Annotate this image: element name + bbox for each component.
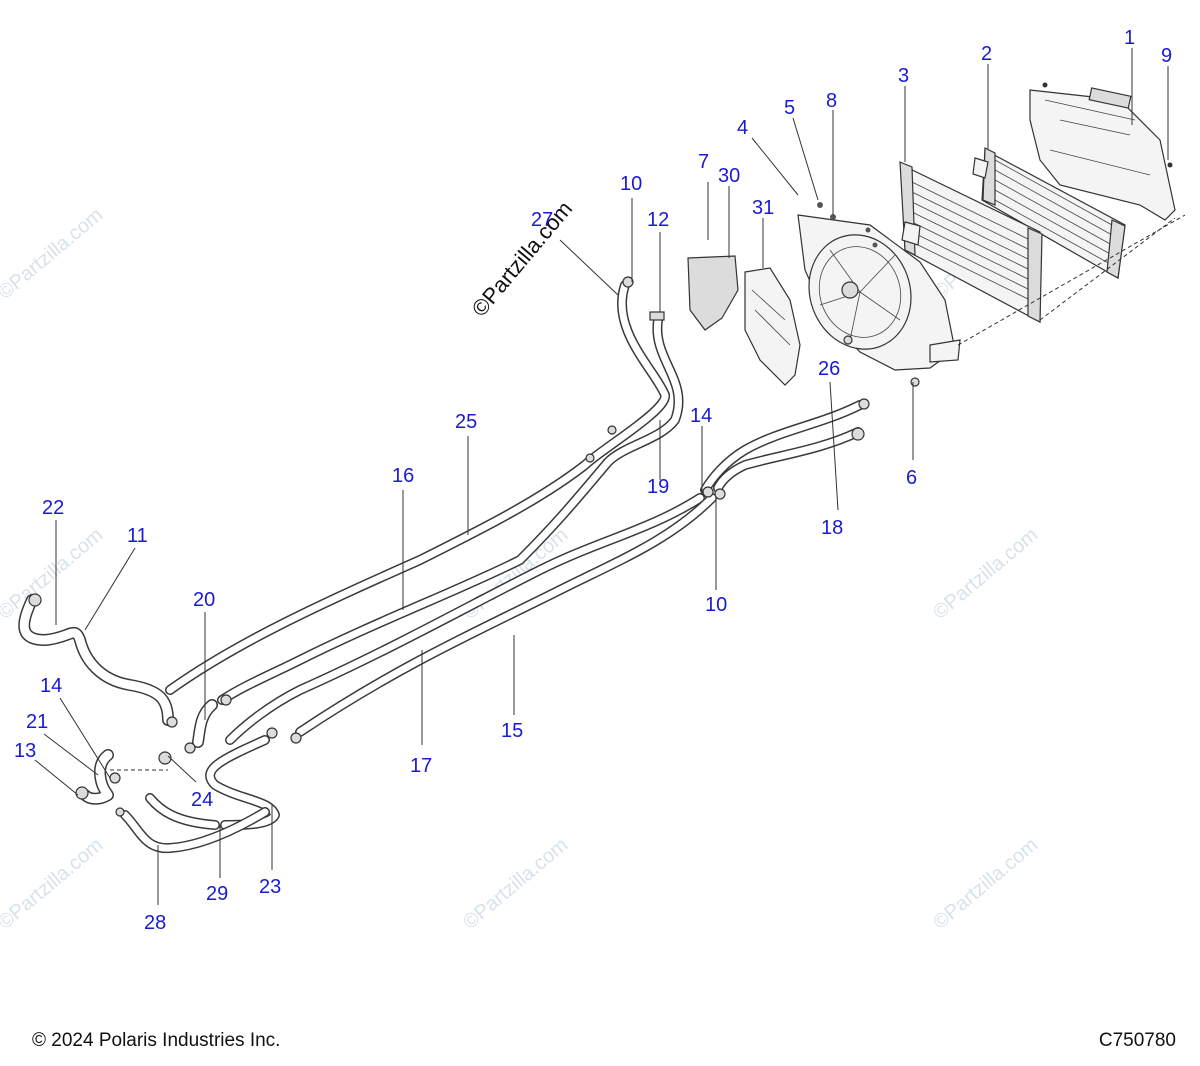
callout-24: 24 [191,789,213,811]
callout-23: 23 [259,876,281,898]
callout-31: 31 [752,197,774,219]
callout-4: 4 [737,117,748,139]
callout-8: 8 [826,90,837,112]
clamp-group [28,276,870,817]
callout-22: 22 [42,497,64,519]
drawing-number: C750780 [1098,1030,1176,1051]
callout-29: 29 [206,883,228,905]
watermark-text: ©Partzilla.com [0,834,107,934]
callout-14: 14 [40,675,62,697]
watermark-text: ©Partzilla.com [0,204,107,304]
watermark-text: ©Partzilla.com [0,524,107,624]
watermark-text: ©Partzilla.com [929,524,1042,624]
callout-9: 9 [1161,45,1172,67]
fastener-group [817,202,920,387]
callout-25: 25 [455,411,477,433]
callout-labels: 1 2 3 4 5 6 7 8 9 10 10 10 11 12 13 14 1… [14,27,1172,934]
callout-18: 18 [821,517,843,539]
heat-shield [687,255,739,331]
callout-28: 28 [144,912,166,934]
hose-22 [18,594,174,726]
callout-6: 6 [906,467,917,489]
callout-3: 3 [898,65,909,87]
leader-lines [34,48,1169,905]
callout-27: 27 [531,209,553,231]
callout-5: 5 [784,97,795,119]
callout-17: 17 [410,755,432,777]
side-shield [744,267,801,386]
radiator-core [899,161,1043,323]
callout-15: 15 [501,720,523,742]
callout-13: 13 [14,740,36,762]
callout-1: 1 [1124,27,1135,49]
callout-26: 26 [818,358,840,380]
hose-group [18,276,870,854]
callout-12: 12 [647,209,669,231]
callout-7: 7 [698,151,709,173]
callout-16: 16 [392,465,414,487]
watermark-text: ©Partzilla.com [929,834,1042,934]
callout-11: 11 [127,525,148,547]
partzilla-watermark: ©Partzilla.com [467,196,578,321]
callout-20: 20 [193,589,215,611]
callout-19: 19 [647,476,669,498]
copyright-text: © 2024 Polaris Industries Inc. [32,1030,281,1051]
callout-30: 30 [718,165,740,187]
callout-14: 14 [690,405,712,427]
callout-21: 21 [26,711,48,733]
shroud-bracket [1029,82,1176,221]
callout-10: 10 [705,594,727,616]
condenser-core [972,147,1126,279]
radiator-assembly [797,82,1186,387]
watermark-text: ©Partzilla.com [459,834,572,934]
callout-10: 10 [620,173,642,195]
callout-2: 2 [981,43,992,65]
fan-shroud [797,214,961,371]
